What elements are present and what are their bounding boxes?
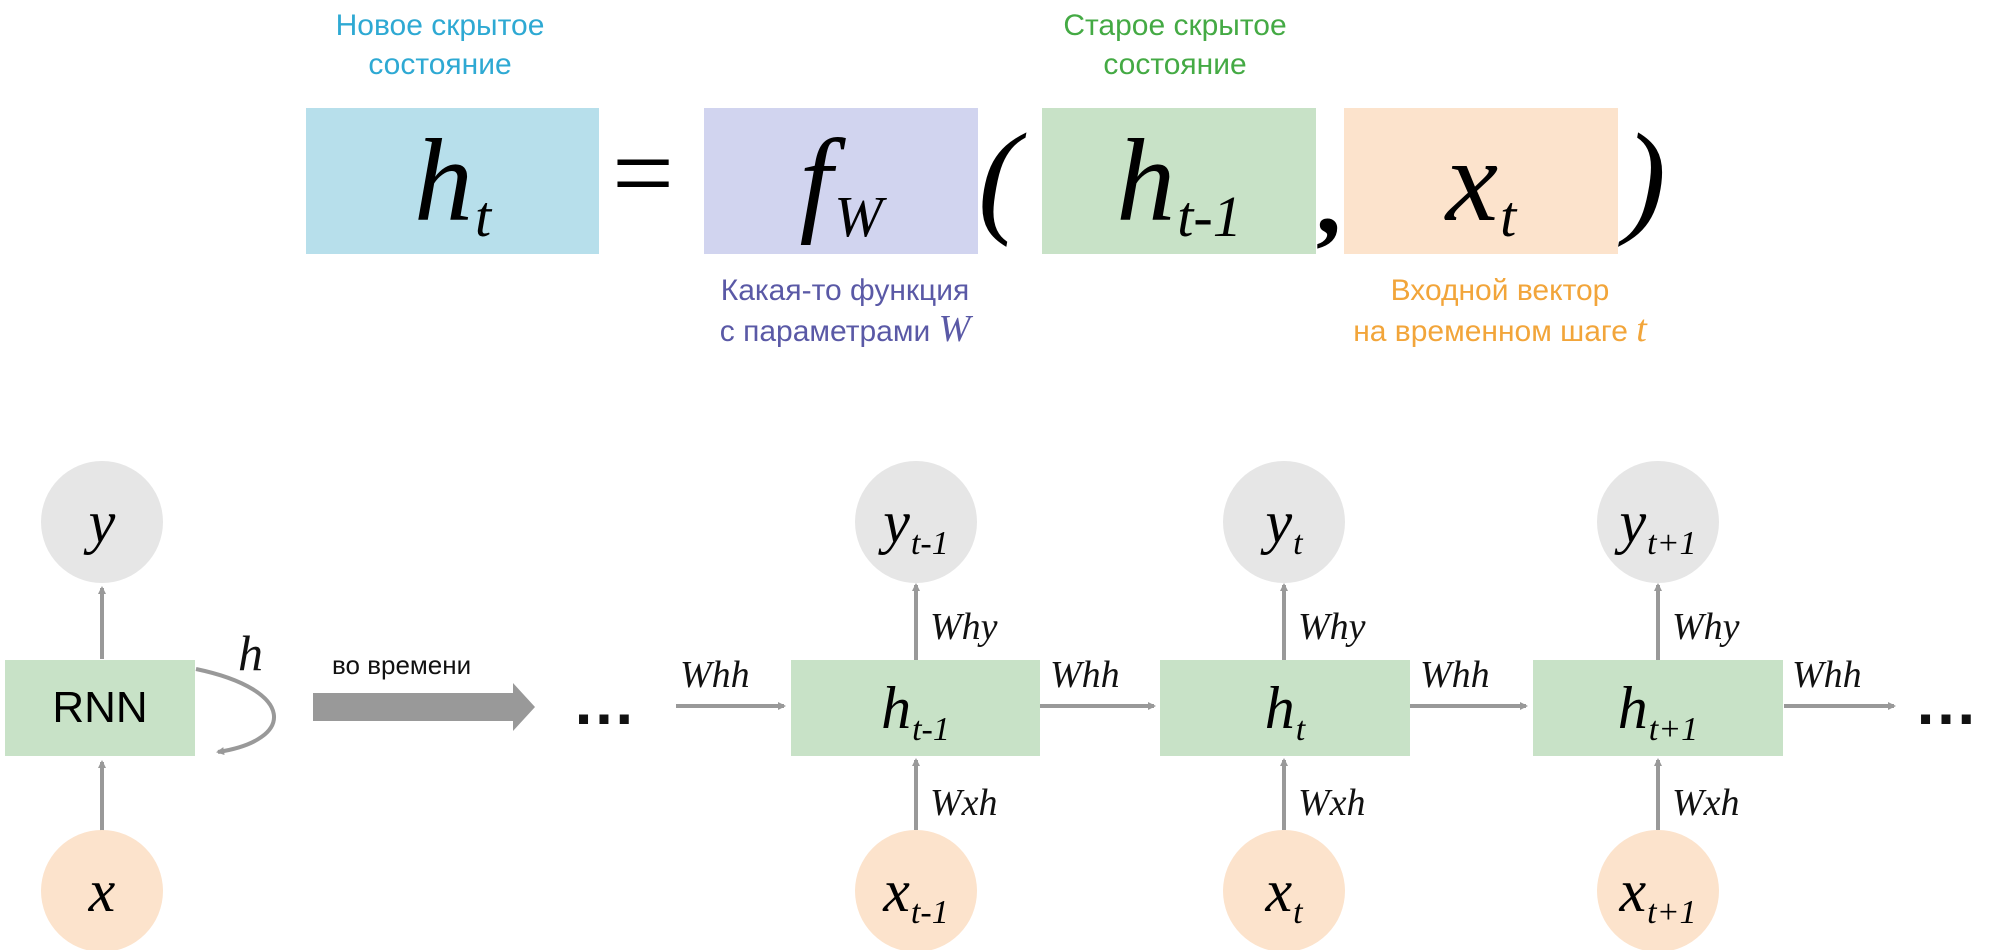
hidden-cell-t: ht [1160,660,1410,756]
function-box: fW [704,108,978,254]
output-node-t-plus-1: yt+1 [1597,461,1719,583]
ellipsis-right: … [1914,666,1978,738]
xt-symbol: xt [1445,115,1517,249]
wxh-label-t-minus-1: Wxh [930,782,998,824]
unroll-arrow [313,683,535,731]
ht-symbol: ht [413,115,492,249]
whh-label-0: Whh [680,654,750,696]
output-node-t: yt [1223,461,1345,583]
why-label-t-minus-1: Why [930,606,998,648]
why-label-t-plus-1: Why [1672,606,1740,648]
hprev-symbol: ht-1 [1116,115,1242,249]
whh-label-1: Whh [1050,654,1120,696]
hidden-cell-t-minus-1: ht-1 [791,660,1040,756]
folded-output-node: y [41,461,163,583]
input-box: xt [1344,108,1618,254]
close-paren: ) [1624,109,1666,248]
input-node-t-minus-1: xt-1 [855,830,977,950]
new-hidden-caption: Новое скрытое состояние [335,9,545,81]
input-node-t: xt [1223,830,1345,950]
output-node-t-minus-1: yt-1 [855,461,977,583]
old-hidden-box: ht-1 [1042,108,1316,254]
ellipsis-left: … [572,666,636,738]
old-hidden-caption: Старое скрытое состояние [1063,9,1287,81]
equals-sign: = [612,112,675,234]
input-caption: Входной вектор на временном шаге t [1353,274,1647,350]
rnn-cell: RNN [5,660,195,756]
folded-input-node: x [41,830,163,950]
wxh-label-t-plus-1: Wxh [1672,782,1740,824]
open-paren: ( [978,109,1020,248]
unroll-label: во времени [332,650,472,680]
why-label-t: Why [1298,606,1366,648]
loop-arrow [195,667,276,756]
whh-label-3: Whh [1792,654,1862,696]
new-hidden-box: ht [306,108,599,254]
loop-label: h [238,625,263,681]
wxh-label-t: Wxh [1298,782,1366,824]
fw-symbol: fW [799,115,883,249]
comma: , [1316,144,1341,255]
whh-label-2: Whh [1420,654,1490,696]
input-node-t-plus-1: xt+1 [1597,830,1719,950]
function-caption: Какая-то функция с параметрами W [719,274,971,350]
hidden-cell-t-plus-1: ht+1 [1533,660,1783,756]
